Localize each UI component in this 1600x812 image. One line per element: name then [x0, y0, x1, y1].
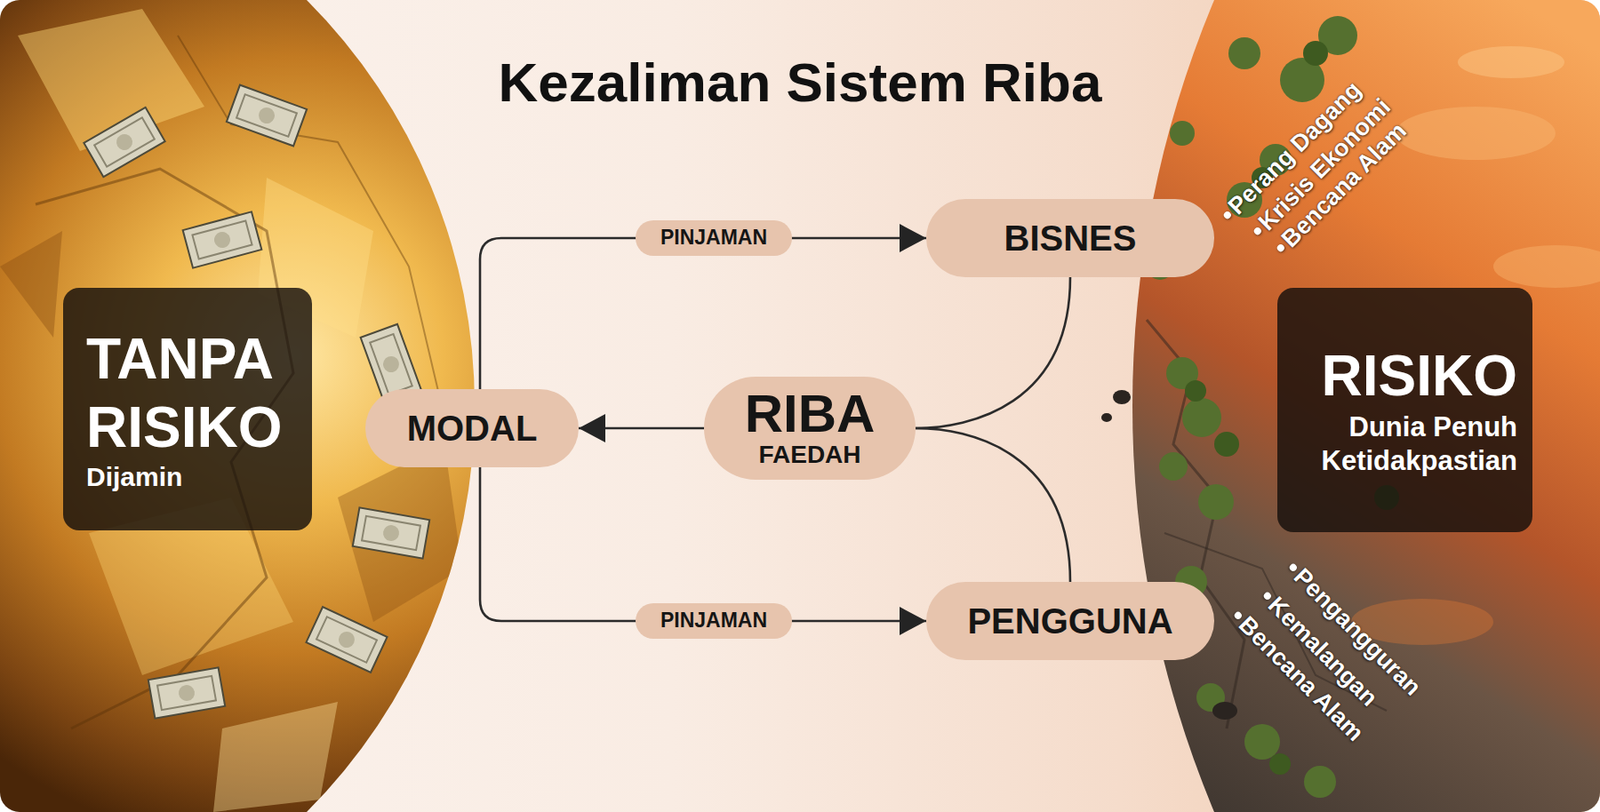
node-content: BISNES [1004, 217, 1137, 259]
bullet-dot [1275, 243, 1286, 254]
edge-label: PINJAMAN [635, 603, 792, 640]
risk-panel: TANPA RISIKODijamin [63, 288, 312, 531]
flow-pill: RIBAFAEDAH [704, 376, 916, 480]
arrow-head [899, 607, 927, 636]
connector [915, 428, 1071, 583]
node-content: RIBAFAEDAH [744, 387, 876, 470]
edge-label: PINJAMAN [635, 220, 792, 256]
flow-pill: MODAL [365, 389, 579, 468]
barren-globe [1101, 0, 1600, 812]
connector-line [480, 467, 927, 622]
connector [915, 277, 1071, 429]
node-content: RISIKODunia Penuh Ketidakpastian [1321, 342, 1519, 478]
risk-note: Dunia Penuh Ketidakpastian [1321, 410, 1519, 479]
bullet-dot [1232, 610, 1243, 621]
node-label: PENGGUNA [967, 600, 1173, 642]
arrow-head [578, 414, 606, 443]
flow-pill: BISNES [926, 199, 1215, 278]
node-label: BISNES [1004, 217, 1137, 259]
risk-heading: RISIKO [1321, 342, 1518, 411]
bullet-dot [1262, 591, 1272, 601]
risk-heading: TANPA RISIKO [86, 325, 282, 463]
risk-panel: RISIKODunia Penuh Ketidakpastian [1277, 288, 1533, 533]
connector [578, 414, 704, 443]
bullet-dot [1288, 562, 1298, 573]
node-content: TANPA RISIKODijamin [86, 325, 282, 495]
node-label: MODAL [407, 408, 538, 449]
arrow-head [899, 224, 927, 253]
flow-pill: PENGGUNA [926, 582, 1215, 661]
risk-note: Dijamin [86, 461, 183, 494]
node-label: RIBA [744, 387, 876, 441]
connector-line [915, 428, 1071, 583]
node-content: MODAL [407, 408, 538, 449]
bullet-dot [1252, 226, 1263, 237]
connector-line [915, 277, 1071, 429]
bullet-dot [1222, 210, 1232, 221]
connector-line [480, 238, 927, 390]
node-sublabel: FAEDAH [758, 440, 861, 470]
diagram-title: Kezaliman Sistem Riba [266, 49, 1334, 116]
node-content: PENGGUNA [967, 600, 1173, 642]
